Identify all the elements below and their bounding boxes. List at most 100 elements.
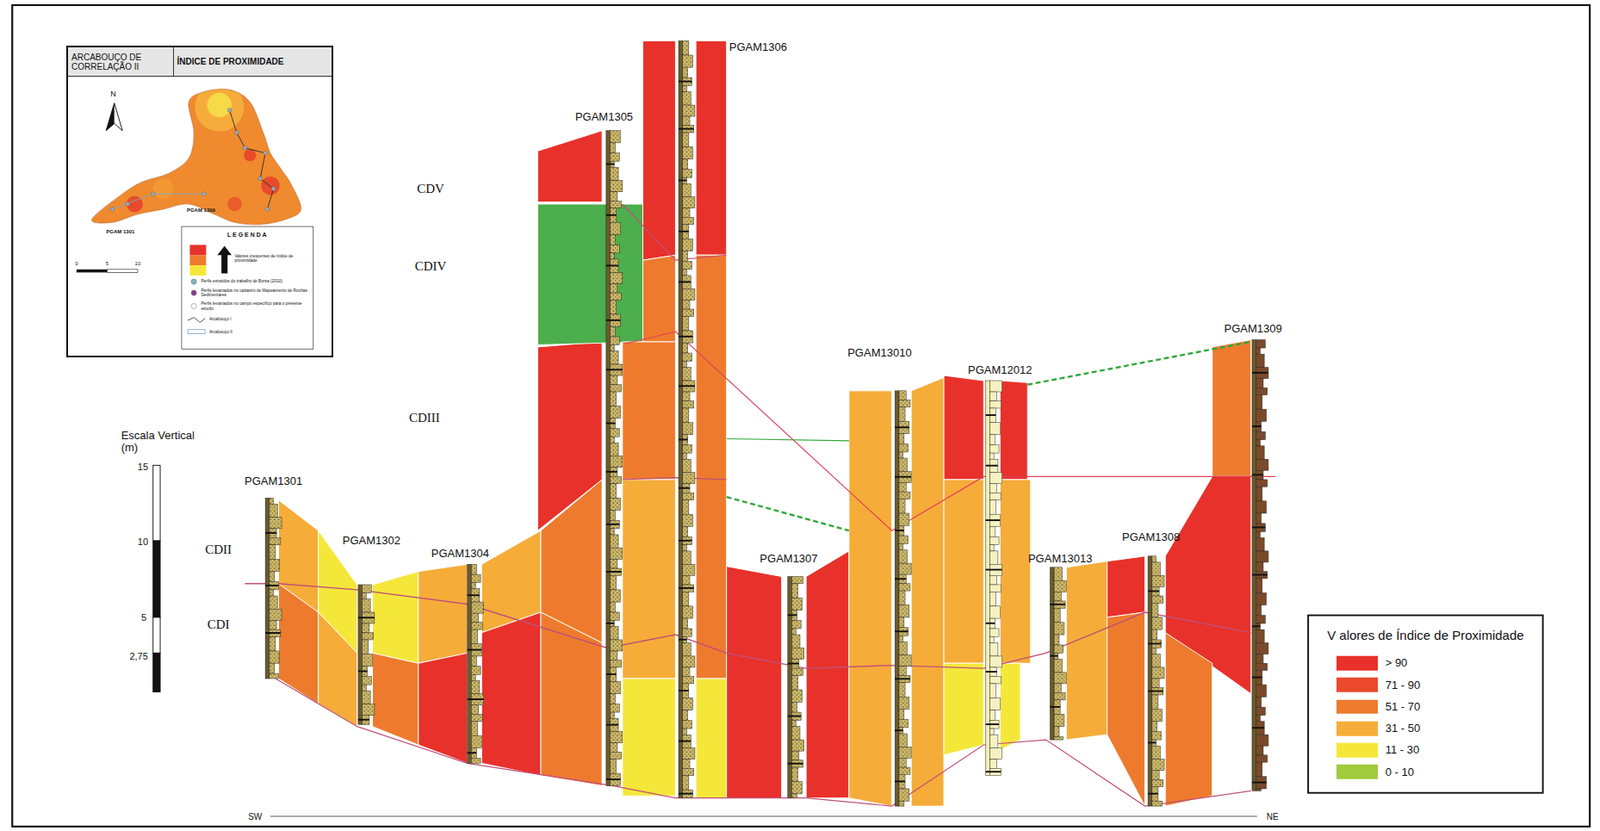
shale-bar [467,751,478,754]
shale-bar [1049,603,1066,606]
log-bed [362,632,374,640]
log-bed [610,476,622,484]
index-panel [849,390,893,807]
log-bed [899,458,907,472]
log-bed [989,492,1001,500]
legend-swatch [1336,764,1377,780]
log-bed [1256,486,1263,502]
log-base [894,390,900,807]
log-bed [610,639,623,652]
log-bed [610,497,621,510]
shale-bar [1252,781,1267,784]
log-bed [362,639,369,655]
shale-bar [1147,643,1161,645]
well-point [227,108,232,113]
log-bed [1256,387,1268,395]
gradient-sample [189,265,206,276]
correlation-line [726,496,850,531]
log-bed [362,592,367,599]
log-bed [792,628,797,635]
shale-bar [1147,793,1159,795]
log-bed [1256,755,1268,763]
shale-bar [1252,726,1265,729]
legend-row: 31 - 50 [1336,721,1421,737]
log-bed [682,775,689,791]
well-log [1252,340,1269,792]
log-bed [610,589,621,602]
log-bed [1152,800,1163,807]
legend-row: Perfis levantados no cadastro de Mapeame… [200,288,310,298]
legend-row: Arcabouço II [209,330,310,335]
log-base [1049,567,1055,740]
shale-bar [467,649,483,652]
well-log [678,40,695,798]
log-bed [610,704,621,713]
well-point [258,176,263,181]
log-bed [1256,513,1262,524]
log-bed [610,456,623,468]
shale-bar [986,569,1003,571]
log-bed [269,636,276,652]
correlation-line [1027,341,1252,385]
shale-bar [358,670,368,673]
log-bed [471,582,476,590]
log-bed [610,575,617,590]
shale-bar [1252,526,1266,528]
scale-bar-segment [153,617,161,653]
well-name-box: PGAM1304 [429,547,491,560]
log-base [986,380,991,776]
shale-bar [1049,706,1061,708]
log-bed [471,680,479,694]
log-bed [1256,629,1265,643]
log-bed [610,292,622,300]
log-bed [610,244,621,253]
log-bed [1256,578,1263,594]
inset-panel: ARCABOUÇO DE CORRELAÇÃO IIÍNDICE DE PROX… [66,45,334,357]
log-bed [1054,634,1060,645]
log-bed [682,250,689,261]
well-log [787,576,805,798]
log-bed [1256,745,1264,756]
shale-bar [678,80,692,83]
log-bed [989,445,999,453]
shale-bar [787,715,801,718]
log-bed [269,589,274,596]
shale-bar [678,793,694,795]
log-bed [989,676,1001,684]
log-bed [1256,551,1269,563]
log-bed [989,748,1002,760]
correlation-line [622,477,727,480]
legend-swatch [1336,699,1377,714]
log-bed [471,656,477,667]
log-bed [899,482,906,492]
legend-text: Perfis levantados no campo específico pa… [200,301,310,311]
legend-text: 0 - 10 [1385,765,1414,778]
log-bed [682,260,693,269]
log-bed [1256,615,1266,624]
log-bed [899,605,910,618]
log-bed [899,709,905,720]
well-point [265,207,270,212]
correlation-line [726,439,850,441]
log-bed [682,299,690,310]
map-well-label: PGAM 1301 [105,229,135,236]
index-panel [695,40,727,255]
map-spot [260,176,280,195]
log-base [787,576,793,798]
inset-header: ARCABOUÇO DE CORRELAÇÃO IIÍNDICE DE PROX… [68,47,332,77]
log-bed [362,654,373,667]
log-bed [682,86,688,93]
section-trace [229,110,274,210]
log-bed [682,667,690,677]
log-bed [899,583,911,591]
log-bed [1256,663,1268,670]
well-name: PGAM1306 [729,39,788,53]
log-bed [989,551,998,565]
shale-bar [606,471,618,473]
log-bed [1152,595,1164,603]
log-bed [682,492,695,500]
log-bed [792,583,799,599]
shale-bar [678,638,687,641]
log-bed [269,651,280,664]
log-bed [1256,431,1266,440]
